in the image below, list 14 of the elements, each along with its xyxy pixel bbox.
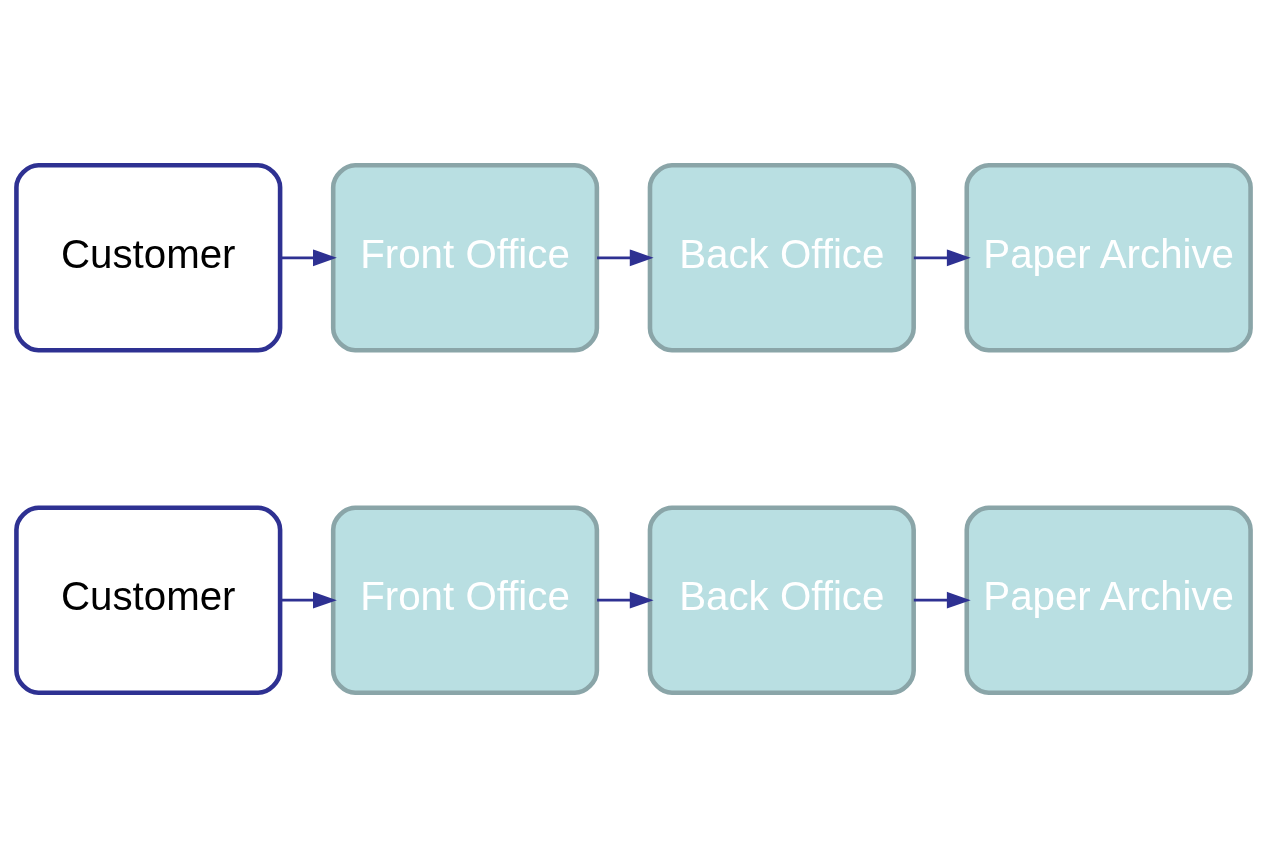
node-box: Customer (14, 504, 283, 695)
node-box: Paper Archive (964, 162, 1253, 353)
arrow (913, 591, 971, 609)
node-box: Front Office (330, 162, 600, 353)
node-box: Back Office (647, 504, 916, 695)
node-box: Paper Archive (964, 504, 1253, 695)
node-box: Back Office (647, 162, 916, 353)
arrow (597, 248, 654, 266)
arrow (913, 248, 971, 266)
node-box: Front Office (330, 504, 600, 695)
arrow (597, 591, 654, 609)
node-box: Customer (14, 162, 283, 353)
arrow (280, 591, 337, 609)
arrow (280, 248, 337, 266)
